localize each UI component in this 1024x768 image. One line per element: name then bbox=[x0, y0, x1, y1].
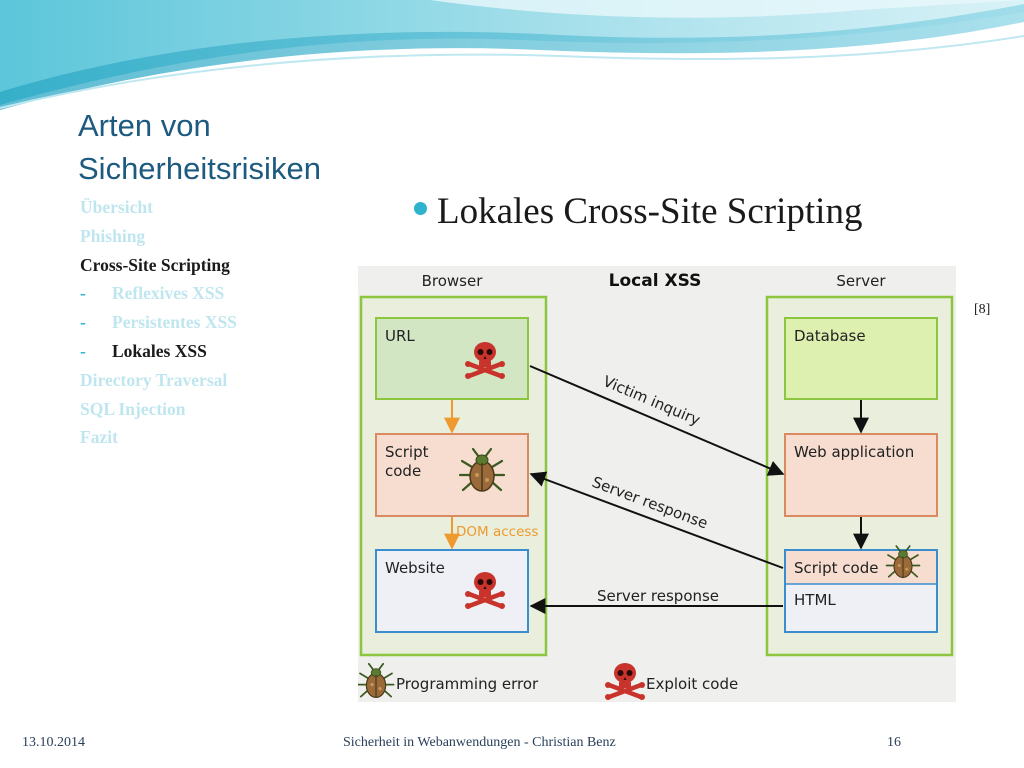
server-column-label: Server bbox=[836, 272, 886, 290]
nav-item[interactable]: SQL Injection bbox=[80, 395, 237, 424]
legend-programming-error: Programming error bbox=[396, 675, 539, 693]
dom-access-label: DOM access bbox=[456, 524, 538, 540]
footer-date: 13.10.2014 bbox=[22, 735, 85, 750]
nav-item-label: Lokales XSS bbox=[112, 340, 207, 361]
header-wave bbox=[0, 0, 1024, 110]
diagram-title: Local XSS bbox=[609, 271, 702, 291]
nav-item-label: Persistentes XSS bbox=[112, 312, 237, 333]
local-xss-diagram: Browser Local XSS Server URL Script code… bbox=[358, 266, 956, 702]
nav-item-label: Phishing bbox=[80, 225, 146, 246]
nav-item[interactable]: Fazit bbox=[80, 423, 237, 452]
footer-page-number: 16 bbox=[887, 735, 901, 750]
url-box bbox=[375, 317, 529, 400]
reference-marker: [8] bbox=[974, 302, 991, 317]
arrow-server-response-script bbox=[529, 471, 784, 569]
database-label: Database bbox=[794, 327, 866, 345]
url-label: URL bbox=[385, 327, 415, 345]
arrow-victim-inquiry bbox=[529, 365, 785, 476]
web-application-box bbox=[784, 433, 938, 517]
nav-item-dash: - bbox=[80, 283, 86, 304]
server-response-label-2: Server response bbox=[597, 587, 719, 605]
nav-item-label: Übersicht bbox=[80, 197, 153, 217]
bullet-dot-icon bbox=[414, 202, 427, 216]
script-code-label-1: Script bbox=[385, 443, 429, 461]
nav-item-dash: - bbox=[80, 312, 86, 333]
slide-title: Arten von Sicherheitsrisiken bbox=[78, 104, 321, 190]
browser-column-label: Browser bbox=[422, 272, 484, 290]
nav-item-label: Reflexives XSS bbox=[112, 283, 225, 304]
nav-item-dash: - bbox=[80, 340, 86, 361]
nav-item-label: Fazit bbox=[80, 427, 118, 448]
database-box bbox=[784, 317, 938, 400]
website-box bbox=[375, 549, 529, 633]
nav-item[interactable]: - Lokales XSS bbox=[80, 337, 237, 366]
nav-item-label: SQL Injection bbox=[80, 398, 186, 419]
slide-title-line-1: Arten von bbox=[78, 108, 211, 143]
nav-item[interactable]: - Persistentes XSS bbox=[80, 308, 237, 337]
nav-item[interactable]: Cross-Site Scripting bbox=[80, 251, 237, 280]
script-code-label-2: code bbox=[385, 462, 421, 480]
server-script-code-label: Script code bbox=[794, 559, 878, 577]
footer-title: Sicherheit in Webanwendungen - Christian… bbox=[343, 735, 616, 750]
nav-item-label: Cross-Site Scripting bbox=[80, 254, 230, 275]
html-label: HTML bbox=[794, 591, 836, 609]
legend-exploit-code: Exploit code bbox=[646, 675, 738, 693]
nav-item-label: Directory Traversal bbox=[80, 369, 228, 390]
nav-item[interactable]: Phishing bbox=[80, 222, 237, 251]
slide-title-line-2: Sicherheitsrisiken bbox=[78, 151, 321, 186]
nav-item[interactable]: Übersicht bbox=[80, 193, 237, 222]
web-application-label: Web application bbox=[794, 443, 914, 461]
bullet-text: Lokales Cross-Site Scripting bbox=[437, 191, 863, 232]
nav-item[interactable]: Directory Traversal bbox=[80, 366, 237, 395]
website-label: Website bbox=[385, 559, 445, 577]
bullet-point: Lokales Cross-Site Scripting bbox=[414, 190, 862, 234]
nav-item[interactable]: - Reflexives XSS bbox=[80, 279, 237, 308]
